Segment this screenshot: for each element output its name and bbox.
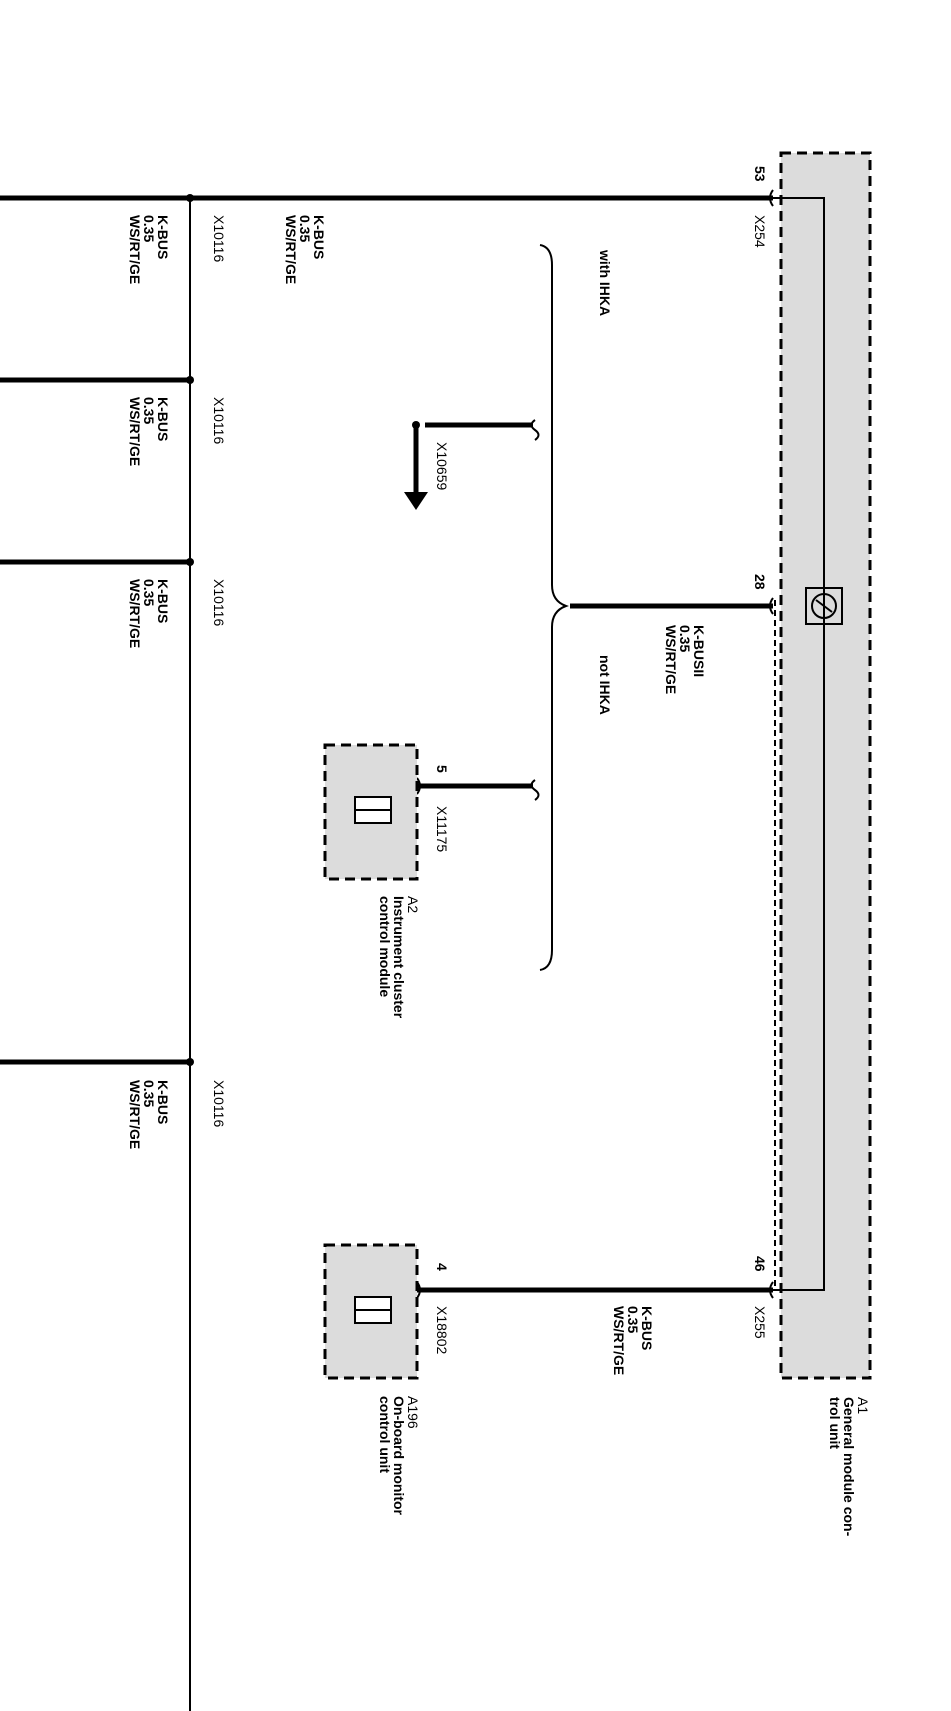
wire-label-name: K-BUS [155,579,171,623]
pin28-terminal [769,597,774,615]
wire-label-size: 0.35 [297,215,313,242]
wire-label-color: WS/RT/GE [611,1306,627,1375]
pin-4: 4 [434,1263,450,1271]
gm-name-1: General module con- [841,1397,857,1537]
wire-label-name: K-BUS [311,215,327,259]
ic-module[interactable] [323,743,419,881]
connector-x10116: X10116 [211,215,227,262]
gm-bus-symbol-slash [815,599,833,613]
pin-46: 46 [752,1256,768,1272]
connector-x18802: X18802 [434,1306,450,1354]
obm-name-1: On-board monitor [391,1396,407,1516]
pin-28: 28 [752,574,768,590]
variant-brace [539,244,569,971]
branch-bracket-2 [530,779,540,801]
gm-module-box [779,151,872,1380]
ic-name-2: control module [377,896,393,997]
connector-x10116: X10116 [211,1080,227,1127]
variant-not: not IHKA [597,655,613,715]
wire-label-size: 0.35 [141,397,157,424]
pin-5: 5 [434,765,450,773]
wire-label-name: K-BUS [155,215,171,259]
wire-label-name: K-BUS [639,1306,655,1350]
gm-bus-symbol [805,587,843,625]
wire-label-color: WS/RT/GE [127,1080,143,1149]
obm-module[interactable] [323,1243,419,1380]
splice-dot [186,376,194,384]
wire-label-name: K-BUS [155,1080,171,1124]
wire-label-color: WS/RT/GE [283,215,299,284]
splice-dot [186,1058,194,1066]
wire-label-color: WS/RT/GE [663,625,679,694]
wire-label-size: 0.35 [677,625,693,652]
wire-label-size: 0.35 [141,1080,157,1107]
x255-terminal [769,1281,774,1299]
splice-dot [186,194,194,202]
ic-name-1: Instrument cluster [391,896,407,1019]
gm-name-2: trol unit [827,1397,843,1449]
connector-x255: X255 [752,1306,768,1339]
splice-dot [186,558,194,566]
variant-with: with IHKA [597,249,613,316]
obm-id: A196 [405,1396,421,1429]
wire-label-name: K-BUSII [691,625,707,677]
x11175-terminal [416,777,421,795]
ic-id: A2 [405,896,421,913]
gm-bus-symbol-circle [811,593,837,619]
wire-label-size: 0.35 [141,579,157,606]
wire-label-color: WS/RT/GE [127,579,143,648]
wire-label-size: 0.35 [141,215,157,242]
obm-name-2: control unit [377,1396,393,1473]
splice-dot [412,421,420,429]
x254-terminal [769,189,774,207]
wire-label-color: WS/RT/GE [127,397,143,466]
connector-x10116: X10116 [211,579,227,626]
connector-x254: X254 [752,215,768,248]
arrow-down-icon [404,492,428,510]
gm-internal-bus [773,197,825,1291]
gm-id: A1 [855,1397,871,1414]
wire-label-name: K-BUS [155,397,171,441]
wire-label-size: 0.35 [625,1306,641,1333]
connector-x10116: X10116 [211,397,227,444]
connector-x10659: X10659 [434,442,450,490]
pin-53: 53 [752,166,768,182]
gm-module[interactable] [773,151,872,1380]
wire-label-color: WS/RT/GE [127,215,143,284]
connector-x11175: X11175 [434,806,450,852]
